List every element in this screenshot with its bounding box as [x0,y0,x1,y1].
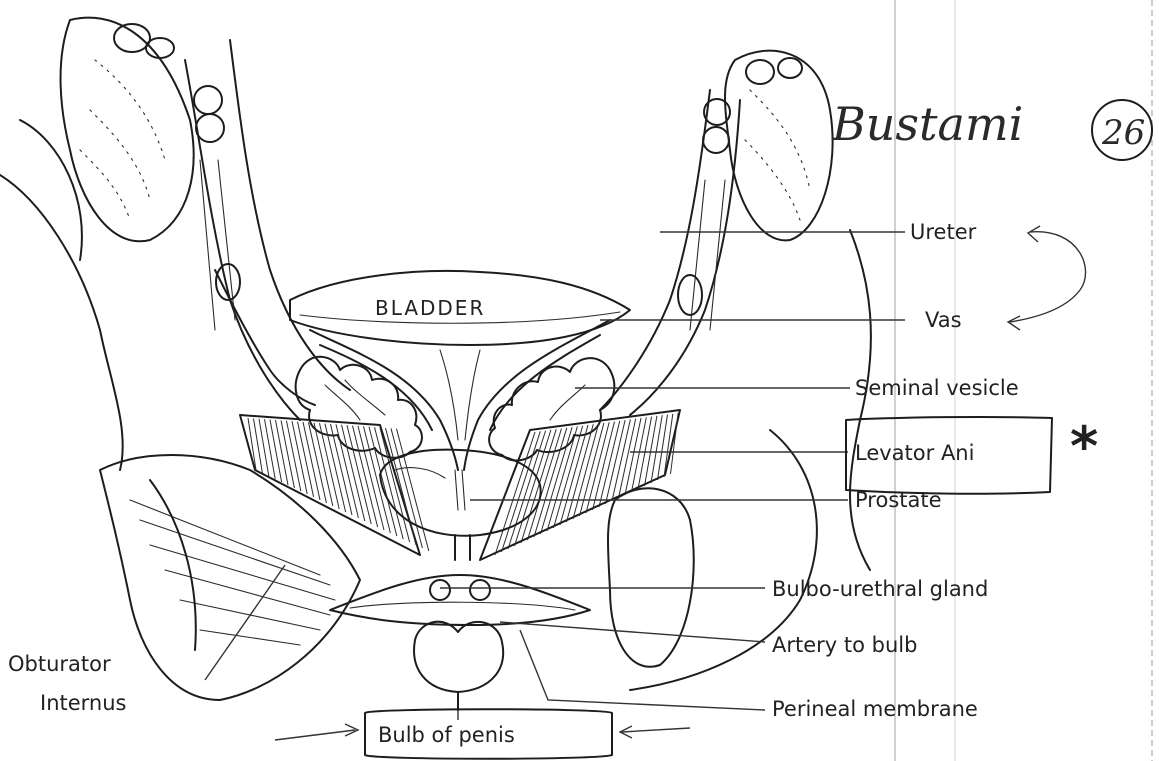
levator-hatch-line [528,429,562,541]
perineal-membrane [330,575,590,625]
levator-hatch-line [336,424,358,518]
handwritten-annotations: Bustami 26 * [831,97,1152,478]
label-levator-ani: Levator Ani [855,441,974,465]
levator-hatch-line [325,424,346,512]
left-seminal-vesicle [296,357,422,458]
membranous-urethra [455,535,470,560]
right-limb [600,90,740,415]
levator-hatch-line [353,426,378,527]
levator-hatch-line [612,419,630,501]
levator-hatch-line [573,424,599,519]
levator-hatch-line [638,417,652,489]
bulb-of-penis [414,622,503,710]
left-pelvic-bone [0,18,194,470]
levator-hatch-line [276,420,289,485]
bladder-label: BLADDER [375,296,485,320]
ureter-vas-arrow [1008,226,1086,330]
obturator-foramen-right [608,488,694,666]
label-vas: Vas [925,308,962,332]
levator-hatch-line [599,421,620,507]
asterisk-mark: * [1070,415,1098,478]
levator-hatch-line [567,424,594,522]
label-ureter: Ureter [910,220,977,244]
levator-hatch-line [270,420,282,482]
label-artery-to-bulb: Artery to bulb [772,633,917,657]
bladder: BLADDER [290,271,630,345]
obturator-internus [100,455,360,700]
bulbo-urethral-gland [430,580,490,600]
levator-hatch-line [560,425,588,525]
levator-hatch-line [515,430,551,546]
label-perineal-membrane: Perineal membrane [772,697,978,721]
levator-hatch-line [259,419,269,476]
levator-hatch-line [265,419,276,479]
levator-hatch-line [281,420,294,488]
levator-hatch-line [521,429,556,543]
handwritten-name: Bustami [831,97,1023,151]
levator-hatch-line [331,424,353,515]
levator-ani-right [480,410,680,560]
levator-hatch-line [606,420,626,504]
levator-hatch-line [369,427,397,536]
label-obturator-line1: Obturator [8,652,111,676]
label-obturator-line2: Internus [40,691,126,715]
levator-hatch-line [651,415,662,483]
left-limb [185,40,350,420]
label-bulbo-urethral-gland: Bulbo-urethral gland [772,577,988,601]
label-bulb-of-penis: Bulb of penis [378,723,515,747]
levator-hatch-line [645,416,657,486]
label-seminal-vesicle: Seminal vesicle [855,376,1019,400]
page-number: 26 [1101,113,1145,153]
